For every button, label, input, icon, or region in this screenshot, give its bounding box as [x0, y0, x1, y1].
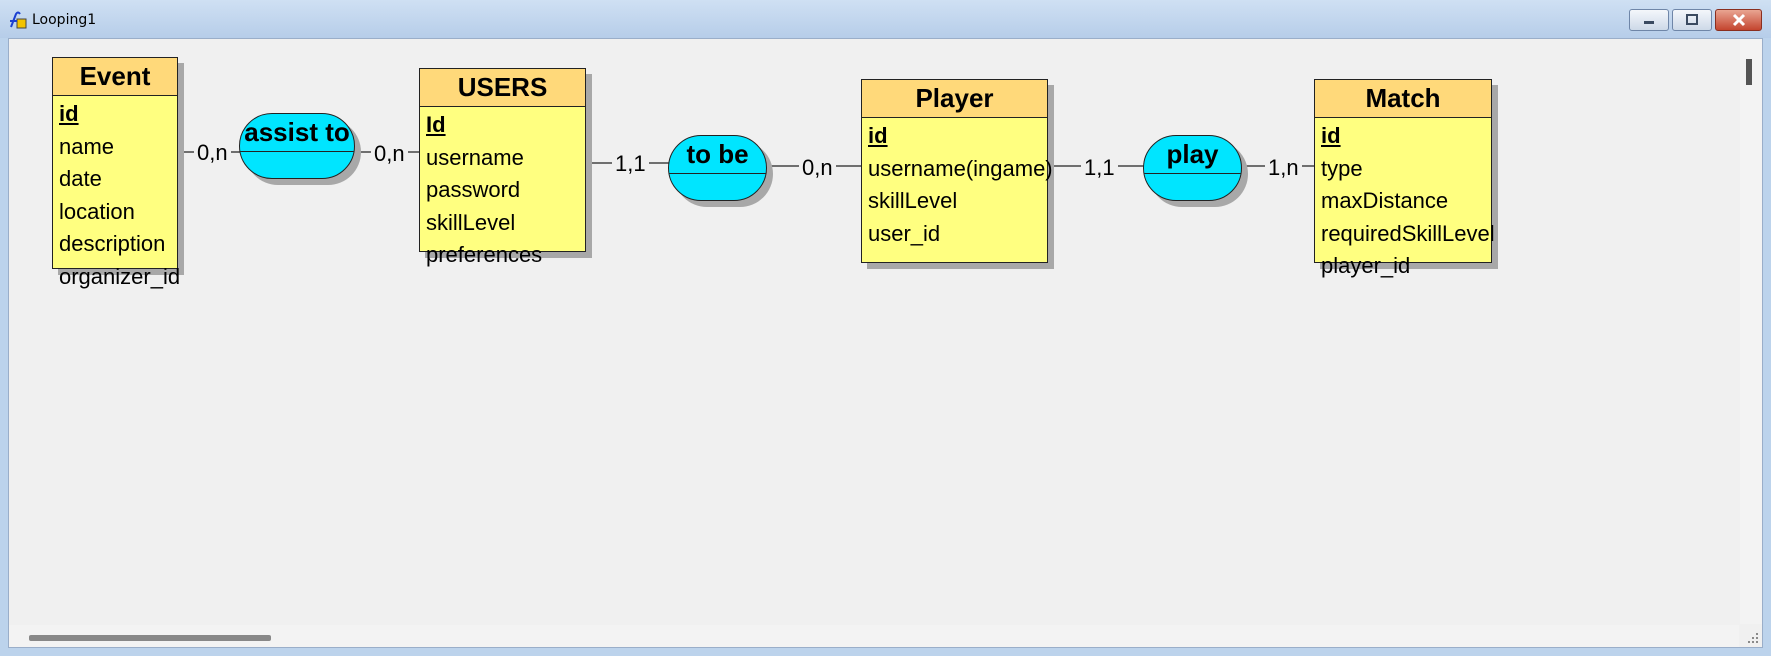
association-play-label: play: [1144, 136, 1241, 174]
cardinality-users-assist: 0,n: [371, 142, 408, 166]
maximize-button[interactable]: [1672, 9, 1712, 31]
entity-player-attr-id: id: [868, 123, 888, 148]
minimize-button[interactable]: [1629, 9, 1669, 31]
entity-event-attr-location: location: [59, 198, 135, 224]
entity-player-attr-username-ingame: username(ingame): [868, 155, 1053, 181]
horizontal-scroll-thumb[interactable]: [29, 635, 271, 641]
entity-users-attr-password: password: [426, 177, 521, 202]
entity-event[interactable]: Event id name date location description …: [52, 57, 180, 289]
association-assist-to-label: assist to: [240, 114, 354, 152]
entity-event-attr-id: id: [59, 101, 79, 126]
horizontal-scrollbar[interactable]: [9, 625, 1739, 647]
entity-event-attr-organizer-id: organizer_id: [59, 263, 181, 289]
association-assist-to[interactable]: assist to: [239, 113, 355, 179]
entity-match-attr-maxdistance: maxDistance: [1321, 188, 1449, 213]
entity-match-attr-player-id: player_id: [1321, 253, 1411, 278]
entity-match[interactable]: Match id type maxDistance requiredSkillL…: [1314, 79, 1495, 278]
entity-player-attr-user-id: user_id: [868, 220, 941, 246]
association-to-be-label: to be: [669, 136, 766, 174]
association-to-be[interactable]: to be: [668, 135, 767, 201]
vertical-scroll-thumb[interactable]: [1746, 59, 1752, 85]
vertical-scrollbar[interactable]: [1740, 39, 1762, 624]
entity-users-attr-id: Id: [426, 112, 446, 137]
entity-event-attr-name: name: [59, 133, 115, 159]
cardinality-users-tobe: 1,1: [612, 152, 649, 176]
minimize-icon: [1644, 21, 1654, 24]
entity-event-attr-date: date: [59, 166, 102, 191]
looping-app-icon: [10, 11, 27, 29]
entity-match-attr-type: type: [1321, 155, 1363, 181]
title-bar[interactable]: Looping1: [0, 0, 1771, 38]
cardinality-player-play: 1,1: [1081, 156, 1118, 180]
entity-users-title: USERS: [420, 69, 585, 107]
entity-player[interactable]: Player id username(ingame) skillLevel us…: [861, 79, 1053, 263]
entity-match-attr-requiredskilllevel: requiredSkillLevel: [1321, 220, 1495, 246]
association-play[interactable]: play: [1143, 135, 1242, 201]
window-title: Looping1: [32, 12, 97, 28]
entity-event-title: Event: [53, 58, 177, 96]
entity-player-title: Player: [862, 80, 1047, 118]
cardinality-event-assist: 0,n: [194, 141, 231, 165]
entity-player-attr-skilllevel: skillLevel: [868, 188, 958, 213]
entity-match-title: Match: [1315, 80, 1491, 118]
entity-event-attr-description: description: [59, 231, 166, 256]
resize-grip-icon[interactable]: [1743, 628, 1761, 646]
close-icon: [1732, 13, 1745, 27]
diagram-canvas[interactable]: Event id name date location description …: [9, 39, 1739, 624]
entity-users[interactable]: USERS Id username password skillLevel pr…: [419, 68, 586, 267]
maximize-icon: [1686, 14, 1698, 25]
entity-users-attr-preferences: preferences: [426, 242, 543, 267]
close-button[interactable]: [1715, 9, 1762, 31]
cardinality-player-tobe: 0,n: [799, 156, 836, 180]
cardinality-match-play: 1,n: [1265, 156, 1302, 180]
diagram-client-area: Event id name date location description …: [8, 38, 1763, 648]
entity-users-attr-skilllevel: skillLevel: [426, 209, 516, 235]
entity-match-attr-id: id: [1321, 123, 1341, 148]
entity-users-attr-username: username: [426, 144, 524, 170]
